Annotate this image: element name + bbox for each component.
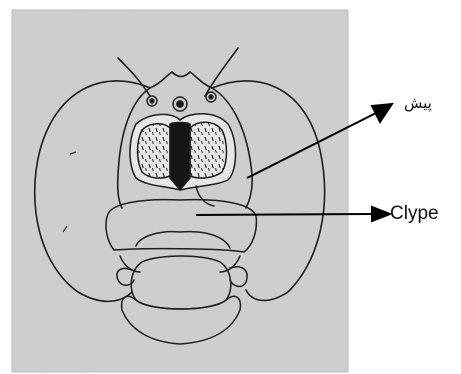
frons-plate (130, 114, 236, 190)
median-dark-strip (170, 123, 190, 191)
label-upper: پیش (404, 94, 432, 112)
label-clype: Clype (390, 203, 439, 225)
